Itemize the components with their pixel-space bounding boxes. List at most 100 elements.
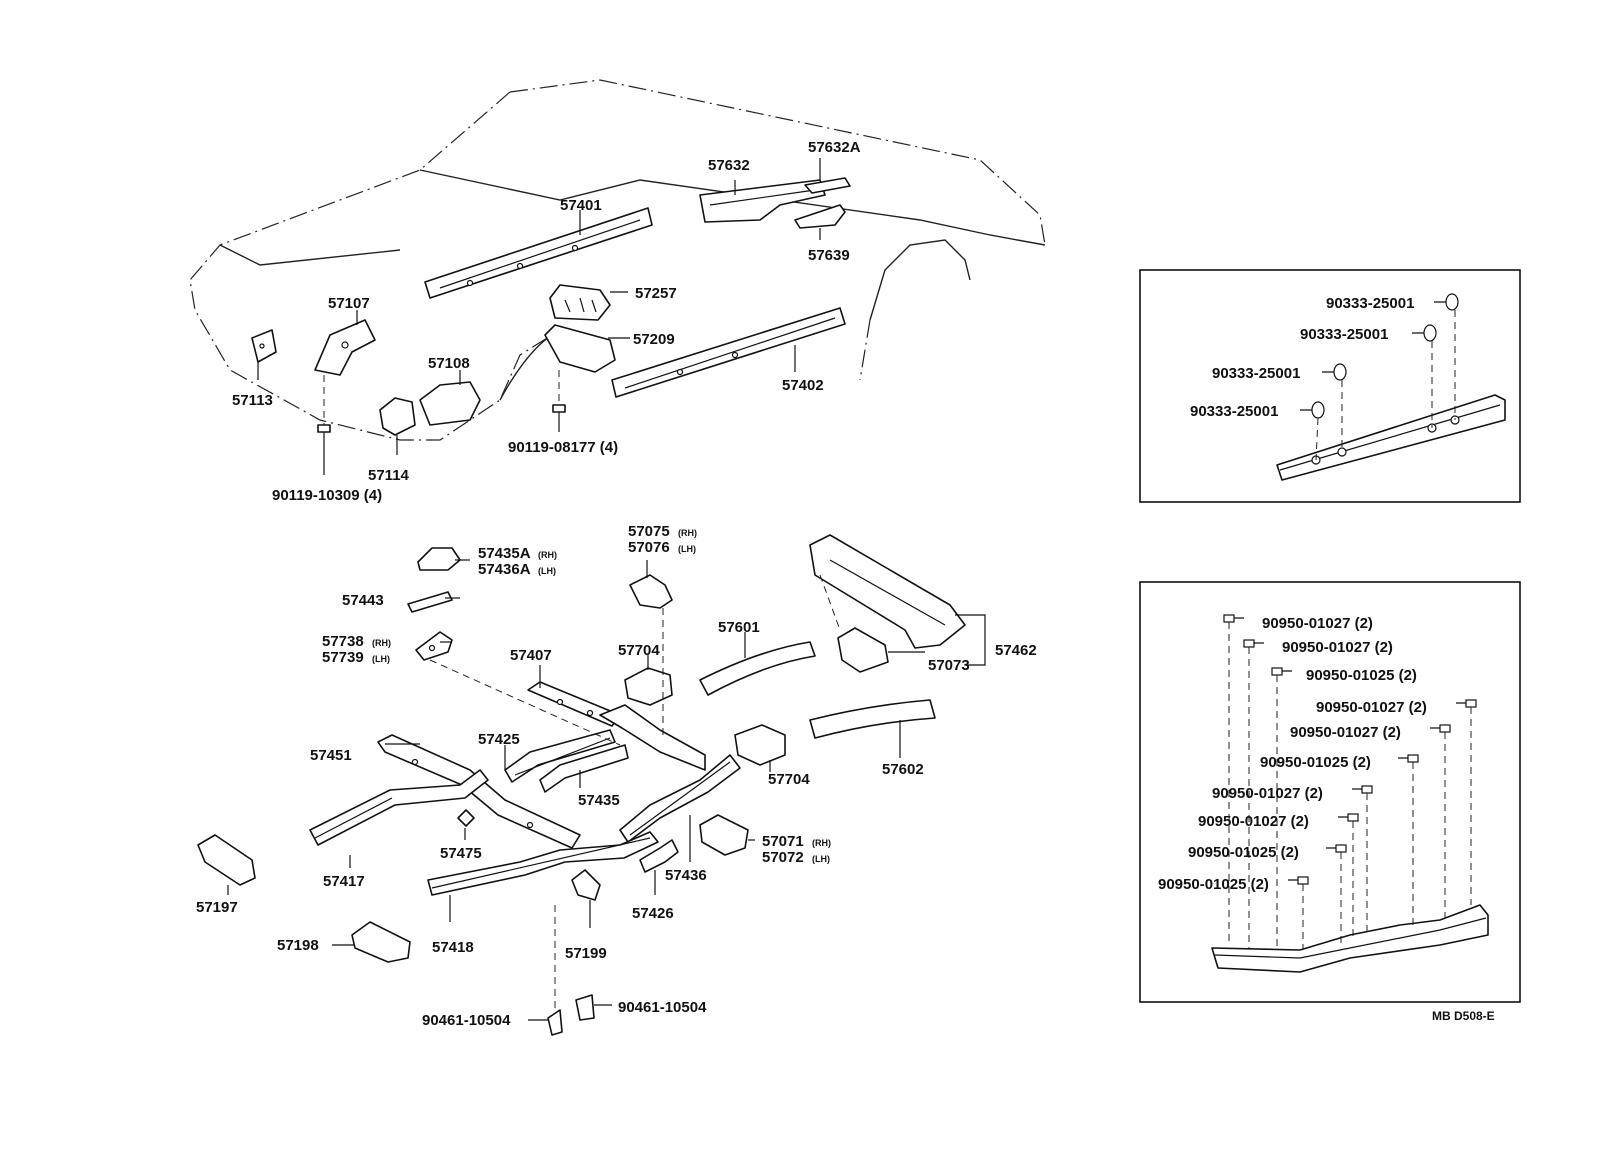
part-57639-shape <box>794 204 846 229</box>
label-57072-side: (LH) <box>812 854 830 864</box>
frame-rail-center-shape <box>599 704 706 771</box>
part-57113-shape <box>251 329 277 363</box>
lower-leader-lines <box>227 559 986 1021</box>
part-57402-shape <box>611 307 846 398</box>
label-57435A-side: (RH) <box>538 550 557 560</box>
label-57418: 57418 <box>432 939 474 956</box>
part-57257-shape <box>549 284 611 321</box>
label-57071: 57071 <box>762 833 804 850</box>
label-57739-side: (LH) <box>372 654 390 664</box>
part-57436-shape <box>619 754 741 843</box>
label-57738: 57738 <box>322 633 364 650</box>
crossmember-57462-shape <box>809 534 966 649</box>
part-57107-shape <box>314 319 376 376</box>
label-90119-10309: 90119-10309 (4) <box>272 487 382 504</box>
bolt-label-5: 90950-01027 (2) <box>1290 724 1401 741</box>
plug-label-3: 90333-25001 <box>1212 365 1300 382</box>
label-57073: 57073 <box>928 657 970 674</box>
label-57076-side: (LH) <box>678 544 696 554</box>
figure-code: MB D508-E <box>1432 1009 1495 1023</box>
label-57071-side: (RH) <box>812 838 831 848</box>
part-57425-shape <box>504 729 616 783</box>
part-57704b-shape <box>734 724 786 766</box>
label-57436A: 57436A <box>478 561 531 578</box>
bolt-label-1: 90950-01027 (2) <box>1262 615 1373 632</box>
label-57639: 57639 <box>808 247 850 264</box>
label-57417: 57417 <box>323 873 365 890</box>
part-57108-shape <box>419 381 481 426</box>
part-57435-shape <box>539 744 629 793</box>
label-57462: 57462 <box>995 642 1037 659</box>
label-57114: 57114 <box>368 467 410 484</box>
bolt-label-10: 90950-01025 (2) <box>1158 876 1269 893</box>
part-57451-shape <box>377 734 581 849</box>
part-57435A-shape <box>417 547 461 571</box>
label-57407: 57407 <box>510 647 552 664</box>
part-57738-shape <box>415 631 453 661</box>
label-57108: 57108 <box>428 355 470 372</box>
label-57072: 57072 <box>762 849 804 866</box>
label-90461-right: 90461-10504 <box>618 999 707 1016</box>
part-57198-shape <box>351 921 411 963</box>
bolt-label-9: 90950-01025 (2) <box>1188 844 1299 861</box>
label-57257: 57257 <box>635 285 677 302</box>
label-57401: 57401 <box>560 197 602 214</box>
plug-label-2: 90333-25001 <box>1300 326 1388 343</box>
label-57435A: 57435A <box>478 545 531 562</box>
label-57402: 57402 <box>782 377 824 394</box>
label-57704-lower: 57704 <box>768 771 810 788</box>
part-57602-shape <box>809 699 936 739</box>
label-57632A: 57632A <box>808 139 861 156</box>
part-57071-shape <box>699 814 749 856</box>
label-57198: 57198 <box>277 937 319 954</box>
label-57113: 57113 <box>232 392 273 409</box>
bolt-label-7: 90950-01027 (2) <box>1212 785 1323 802</box>
label-57435: 57435 <box>578 792 620 809</box>
part-57601-shape <box>699 641 816 696</box>
bolt-90461-b-shape <box>575 994 595 1021</box>
label-57199: 57199 <box>565 945 607 962</box>
part-57197-shape <box>197 834 256 886</box>
part-57443-shape <box>407 591 453 613</box>
bolt-detail-box <box>1139 581 1521 1003</box>
bolt-90119-10309-shape <box>317 424 331 445</box>
label-57075-side: (RH) <box>678 528 697 538</box>
bolt-label-3: 90950-01025 (2) <box>1306 667 1417 684</box>
label-57436A-side: (LH) <box>538 566 556 576</box>
part-57417-shape <box>309 769 489 846</box>
bolt-90461-a-shape <box>547 1009 563 1036</box>
label-90461-left: 90461-10504 <box>422 1012 511 1029</box>
bolt-label-2: 90950-01027 (2) <box>1282 639 1393 656</box>
part-57704a-shape <box>624 667 673 706</box>
part-57418-shape <box>427 831 659 896</box>
part-57426-shape <box>639 839 679 873</box>
label-57738-side: (RH) <box>372 638 391 648</box>
label-57704-upper: 57704 <box>618 642 660 659</box>
label-57209: 57209 <box>633 331 675 348</box>
label-57076: 57076 <box>628 539 670 556</box>
label-57475: 57475 <box>440 845 482 862</box>
label-57197: 57197 <box>196 899 238 916</box>
label-57739: 57739 <box>322 649 364 666</box>
part-57632A-shape <box>804 177 851 194</box>
part-57401-shape <box>424 207 653 299</box>
bolt-label-6: 90950-01025 (2) <box>1260 754 1371 771</box>
part-57114-shape <box>379 397 416 436</box>
plug-detail-box <box>1139 269 1521 503</box>
label-57632: 57632 <box>708 157 750 174</box>
part-57199-shape <box>571 869 601 901</box>
label-90119-08177: 90119-08177 (4) <box>508 439 618 456</box>
part-57475-shape <box>457 809 475 827</box>
bolt-label-4: 90950-01027 (2) <box>1316 699 1427 716</box>
bolt-90119-08177-shape <box>552 404 566 425</box>
label-57075: 57075 <box>628 523 670 540</box>
label-57436: 57436 <box>665 867 707 884</box>
part-57075-shape <box>629 574 673 609</box>
label-57451: 57451 <box>310 747 352 764</box>
label-57426: 57426 <box>632 905 674 922</box>
plug-label-1: 90333-25001 <box>1326 295 1414 312</box>
bolt-label-8: 90950-01027 (2) <box>1198 813 1309 830</box>
upper-leader-lines <box>257 158 821 475</box>
part-57073-shape <box>837 627 889 673</box>
